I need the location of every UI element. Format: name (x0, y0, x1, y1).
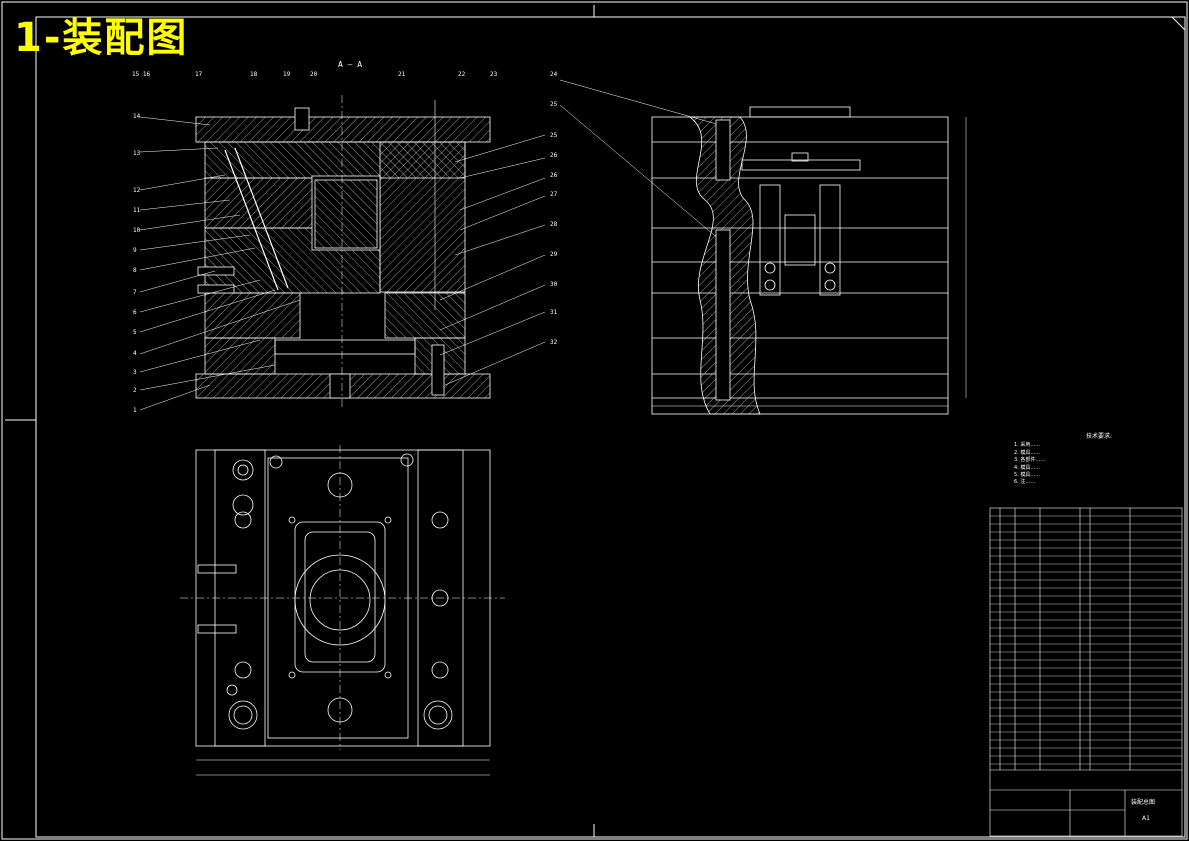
sheet-name: 装配总图 (1131, 799, 1156, 806)
section-label: A — A (338, 60, 363, 69)
callout-6: 6 (133, 309, 137, 316)
svg-text:26: 26 (550, 172, 558, 179)
svg-text:26: 26 (550, 152, 558, 159)
svg-text:25: 25 (550, 101, 558, 108)
svg-text:30: 30 (550, 281, 558, 288)
svg-text:32: 32 (550, 339, 558, 346)
bom-rows (990, 515, 1182, 765)
callouts-top-row: 15 16 17 18 19 20 21 22 23 24 25 (132, 71, 558, 108)
side-view (651, 106, 967, 415)
svg-text:29: 29 (550, 251, 558, 258)
svg-text:21: 21 (398, 71, 406, 78)
callout-3: 3 (133, 369, 137, 376)
svg-text:24: 24 (550, 71, 558, 78)
svg-text:18: 18 (250, 71, 258, 78)
plan-view (180, 445, 505, 776)
svg-text:22: 22 (458, 71, 466, 78)
svg-text:23: 23 (490, 71, 498, 78)
svg-text:17: 17 (195, 71, 203, 78)
bom-table (989, 507, 1183, 837)
technical-notes-title: 技术要求: (1085, 433, 1113, 440)
svg-text:27: 27 (550, 191, 558, 198)
svg-text:20: 20 (310, 71, 318, 78)
technical-note: 3. 各部件…… (1014, 457, 1046, 464)
technical-notes: 技术要求: 1. 采用…… 2. 模具…… 3. 各部件…… 4. 模具…… 5… (1014, 433, 1184, 487)
technical-note: 5. 模具…… (1014, 472, 1041, 479)
callouts-left-column: 14 13 12 11 10 9 8 7 6 5 4 3 2 1 (133, 113, 141, 414)
technical-note: 1. 采用…… (1014, 442, 1041, 449)
callout-9: 9 (133, 247, 137, 254)
svg-text:15 16: 15 16 (132, 71, 150, 78)
callout-4: 4 (133, 350, 137, 357)
callout-7: 7 (133, 289, 137, 296)
svg-text:31: 31 (550, 309, 558, 316)
callout-2: 2 (133, 387, 137, 394)
callout-5: 5 (133, 329, 137, 336)
technical-note: 2. 模具…… (1014, 449, 1041, 456)
svg-text:25: 25 (550, 132, 558, 139)
callout-12: 12 (133, 187, 141, 194)
technical-note: 4. 模具…… (1014, 464, 1041, 471)
callout-1: 1 (133, 407, 137, 414)
sheet-size: A1 (1142, 815, 1150, 822)
callout-13: 13 (133, 150, 141, 157)
svg-text:28: 28 (550, 221, 558, 228)
technical-note: 6. 注…… (1014, 479, 1036, 486)
leader-lines (139, 79, 721, 411)
callout-8: 8 (133, 267, 137, 274)
drawing-title: 1-装配图 (14, 15, 189, 61)
section-view-a-a (195, 95, 491, 410)
callout-14: 14 (133, 113, 141, 120)
callout-11: 11 (133, 207, 141, 214)
callouts-right-column: 25 26 26 27 28 29 30 31 32 (550, 132, 558, 346)
callout-10: 10 (133, 227, 141, 234)
svg-text:19: 19 (283, 71, 291, 78)
